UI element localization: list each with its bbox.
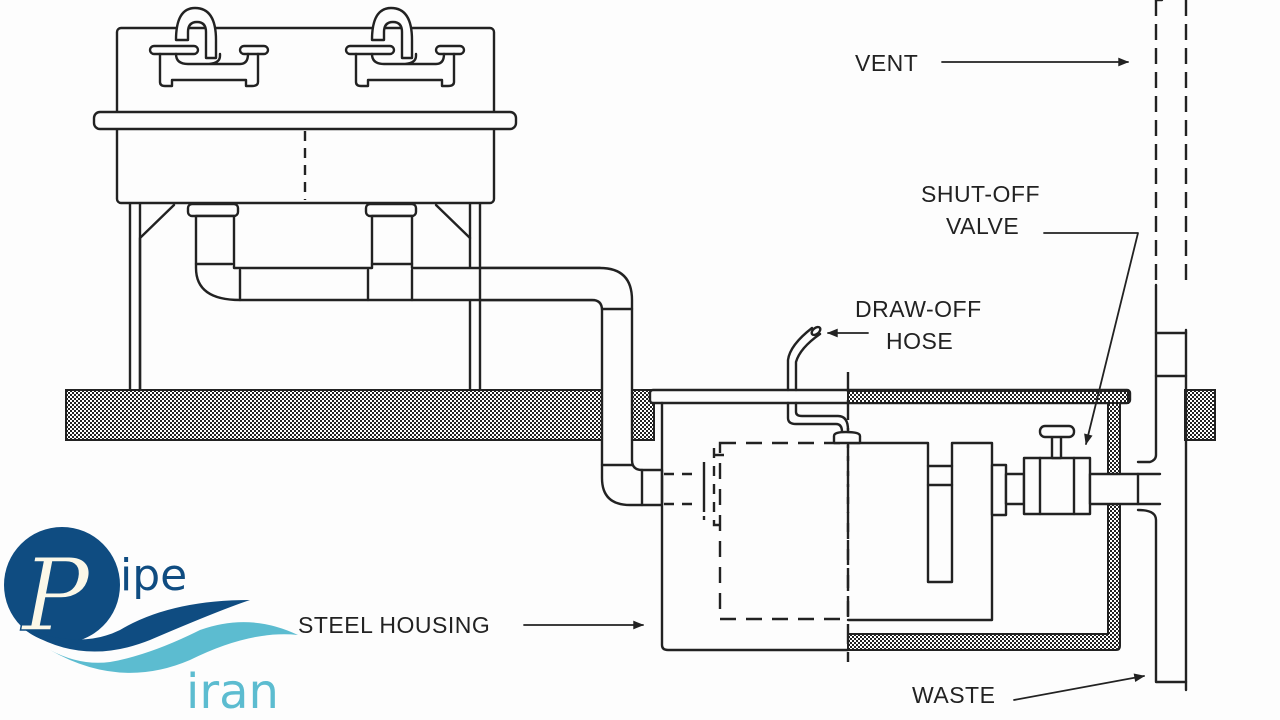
draw-off-hose — [786, 325, 862, 445]
faucet-left — [148, 6, 270, 88]
floor-slab — [65, 389, 1216, 441]
logo-wave-dark — [22, 600, 250, 652]
logo-wave-light — [50, 622, 298, 673]
waste-arrow — [1013, 673, 1146, 701]
shutoff-valve — [1022, 424, 1092, 516]
logo-word-ipe: ipe — [120, 550, 187, 601]
logo-letter-p: P — [20, 537, 91, 654]
label-waste: WASTE — [912, 682, 995, 708]
waste-pipe — [1136, 508, 1188, 684]
vent-pipe — [1136, 0, 1188, 692]
sink — [92, 6, 518, 392]
label-drawoff-hose-1: DRAW-OFF — [855, 296, 982, 322]
label-vent: VENT — [855, 50, 918, 76]
logo-word-iran: iran — [186, 664, 279, 720]
logo-circle — [4, 527, 120, 643]
drain-piping — [186, 202, 664, 507]
label-shutoff-valve-1: SHUT-OFF — [921, 181, 1040, 207]
brand-logo: P ipe iran — [4, 527, 298, 720]
label-shutoff-valve-2: VALVE — [946, 213, 1019, 239]
interceptor — [648, 325, 1140, 662]
shutoff-valve-arrow — [1043, 232, 1139, 446]
faucet-right — [344, 6, 466, 88]
label-drawoff-hose-2: HOSE — [886, 328, 953, 354]
label-steel-housing: STEEL HOUSING — [298, 612, 490, 638]
